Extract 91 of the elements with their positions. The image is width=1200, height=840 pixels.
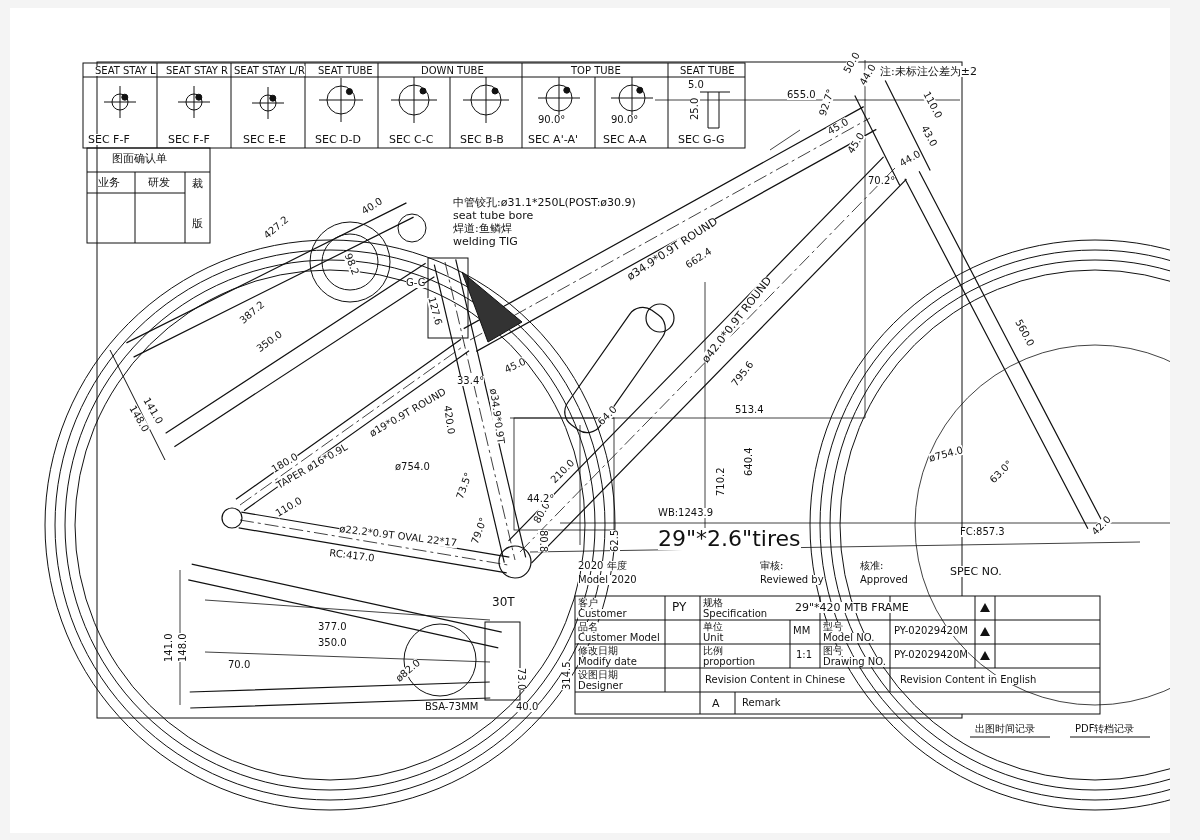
table-header: SEAT STAY L/R (234, 66, 305, 76)
section-marker: G-G (406, 278, 426, 288)
section-label: SEC E-E (243, 134, 286, 145)
title-block-text: Revision Content in Chinese (705, 675, 846, 685)
dimension-label: WB:1243.9 (658, 508, 714, 518)
title-block-text: Modify date (578, 657, 637, 667)
dimension-label: 5.0 (688, 80, 704, 90)
title-block-text: 出图时间记录 (975, 724, 1035, 734)
dimension-label: BSA-73MM (425, 702, 479, 712)
dimension-label: 25.0 (690, 97, 700, 120)
title-block-text: PDF转档记录 (1075, 724, 1135, 734)
dimension-label: 655.0 (787, 90, 816, 100)
title-block-text: proportion (703, 657, 756, 667)
title-block-text: Drawing NO. (823, 657, 886, 667)
title-block-text: 客户 (578, 598, 598, 608)
table-header: 裁 (192, 178, 203, 189)
table-header: 图面确认单 (112, 153, 167, 164)
table-header: SEAT TUBE (680, 66, 735, 76)
note-text: seat tube bore (453, 210, 534, 221)
section-label: SEC F-F (168, 134, 210, 145)
title-block-text: 29"*420 MTB FRAME (795, 602, 909, 613)
section-label: SEC B-B (460, 134, 504, 145)
section-label: SEC A-A (603, 134, 647, 145)
title-block-text: 审核: (760, 561, 784, 571)
table-header: SEAT STAY L (95, 66, 156, 76)
title-block-text: 2020 年度 (578, 561, 627, 571)
section-label: SEC A'-A' (528, 134, 578, 145)
title-block-text: Designer (578, 681, 623, 691)
dimension-label: 73.0 (516, 668, 526, 691)
title-block-text: 单位 (703, 622, 723, 632)
title-block-text: PY (672, 601, 687, 613)
title-block-text: Customer (578, 609, 627, 619)
title-block-text: PY-02029420M (894, 626, 968, 636)
title-block-text: 规格 (703, 598, 723, 608)
title-block-text: Unit (703, 633, 724, 643)
table-header: 业务 (98, 177, 120, 188)
dimension-label: 70.2° (868, 176, 896, 186)
title-block-text: Model NO. (823, 633, 875, 643)
title-block-text: Customer Model (578, 633, 660, 643)
title-block-text: Specification (703, 609, 768, 619)
table-header: SEAT TUBE (318, 66, 373, 76)
title-block-text: SPEC NO. (950, 566, 1002, 577)
dimension-label: 377.0 (318, 622, 347, 632)
dimension-label: 40.0 (516, 702, 539, 712)
title-block-text: A (712, 698, 720, 709)
note-text: 中管铰孔:ø31.1*250L(POST:ø30.9) (453, 197, 636, 208)
table-header: TOP TUBE (571, 66, 621, 76)
title-block-text: Remark (742, 698, 781, 708)
title-block-text: 设图日期 (578, 670, 618, 680)
section-label: SEC G-G (678, 134, 725, 145)
note-text: 注:未标注公差为±2 (880, 66, 977, 77)
dimension-label: 148.0 (178, 633, 188, 662)
note-text: welding TIG (453, 236, 518, 247)
title-block-text: 比例 (703, 646, 723, 656)
section-label: SEC F-F (88, 134, 130, 145)
dimension-label: FC:857.3 (960, 527, 1005, 537)
tire-size-text: 29"*2.6"tires (658, 528, 801, 550)
dimension-label: 33.4° (457, 376, 485, 386)
table-header: DOWN TUBE (421, 66, 484, 76)
title-block-text: Model 2020 (578, 575, 637, 585)
dimension-label: 90.0° (538, 115, 566, 125)
table-header: 版 (192, 218, 203, 229)
chainring-label: 30T (492, 596, 515, 608)
table-header: SEAT STAY R (166, 66, 228, 76)
title-block-text: 1:1 (796, 650, 813, 660)
title-block-text: 型号 (823, 622, 843, 632)
table-header: 研发 (148, 177, 170, 188)
dimension-label: 44.2° (527, 494, 555, 504)
dimension-label: 640.4 (744, 447, 754, 476)
section-label: SEC D-D (315, 134, 362, 145)
title-block-text: Revision Content in English (900, 675, 1037, 685)
dimension-label: 314.5 (562, 661, 572, 690)
dimension-label: 141.0 (164, 633, 174, 662)
dimension-label: 62.5 (610, 529, 620, 552)
title-block-text: MM (793, 626, 811, 636)
dimension-label: 710.2 (716, 467, 726, 496)
title-block-text: 图号 (823, 646, 843, 656)
dimension-label: 80.8 (538, 530, 548, 553)
title-block-text: Approved (860, 575, 908, 585)
title-block-text: 修改日期 (578, 646, 618, 656)
title-block-text: 品名 (578, 622, 598, 632)
dimension-label: 513.4 (735, 405, 764, 415)
title-block-text: PY-02029420M (894, 650, 968, 660)
title-block-text: 核准: (860, 561, 884, 571)
dimension-label: 70.0 (228, 660, 251, 670)
note-text: 焊道:鱼鳞焊 (453, 223, 512, 234)
title-block-text: Reviewed by (760, 575, 824, 585)
dimension-label: ø754.0 (395, 462, 430, 472)
dimension-label: 350.0 (318, 638, 347, 648)
dimension-label: 90.0° (611, 115, 639, 125)
section-label: SEC C-C (389, 134, 434, 145)
